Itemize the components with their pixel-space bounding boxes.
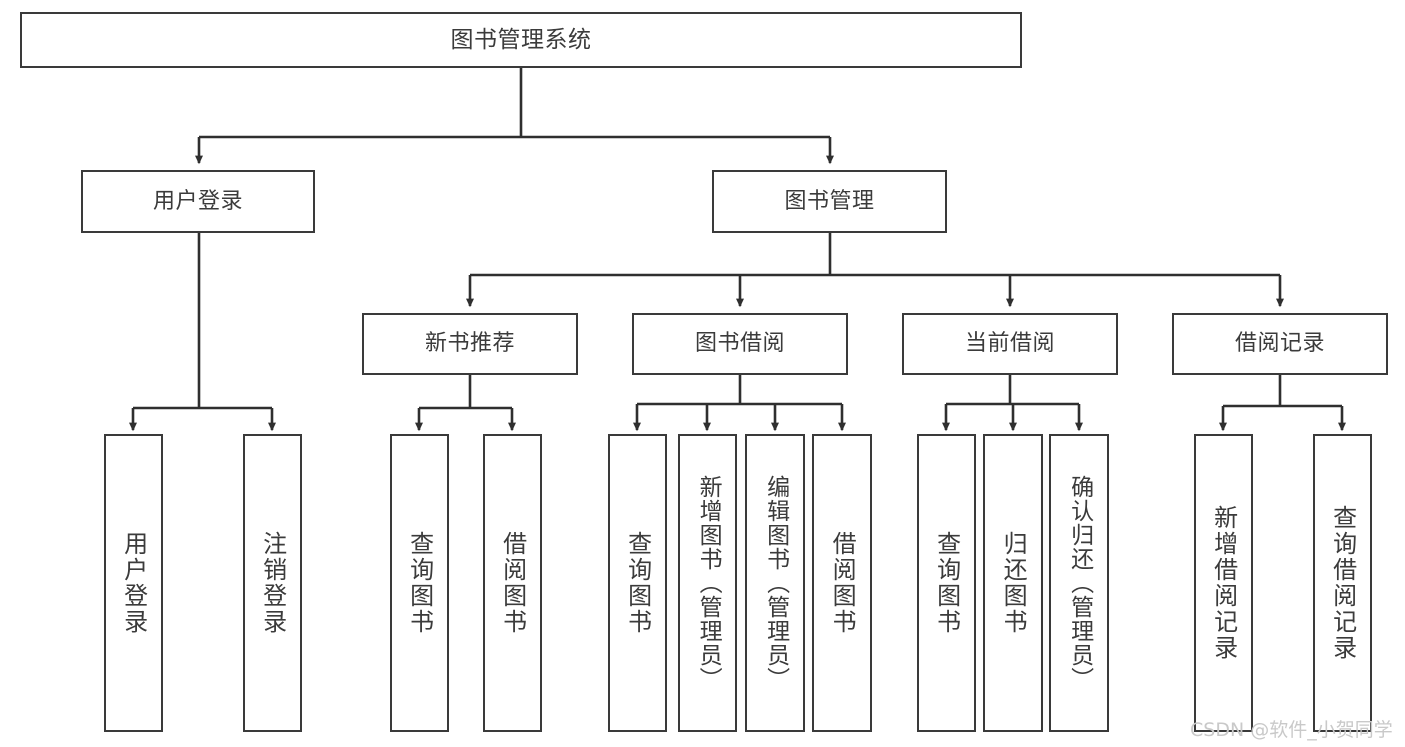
node-root[interactable]: 图书管理系统	[20, 12, 1022, 68]
leaf-logout-login[interactable]: 注销登录	[243, 434, 302, 732]
node-current-borrow-label: 当前借阅	[964, 331, 1055, 357]
leaf-return-book-label: 归还图书	[999, 531, 1028, 635]
node-book-management-label: 图书管理	[784, 188, 875, 214]
leaf-query-record[interactable]: 查询借阅记录	[1313, 434, 1372, 732]
node-book-borrow[interactable]: 图书借阅	[632, 313, 848, 375]
leaf-edit-book[interactable]: 编辑图书（管理员）	[745, 434, 805, 732]
node-new-book-recommend-label: 新书推荐	[424, 331, 515, 357]
leaf-borrow-book-2[interactable]: 借阅图书	[812, 434, 872, 732]
leaf-confirm-return-label: 确认归还（管理员）	[1066, 475, 1093, 691]
node-root-label: 图书管理系统	[450, 26, 592, 53]
node-book-borrow-label: 图书借阅	[694, 331, 785, 357]
leaf-confirm-return[interactable]: 确认归还（管理员）	[1049, 434, 1109, 732]
leaf-borrow-book-2-label: 借阅图书	[828, 531, 857, 635]
leaf-add-book-label: 新增图书（管理员）	[695, 475, 722, 691]
leaf-query-record-label: 查询借阅记录	[1328, 505, 1357, 661]
node-borrow-record-label: 借阅记录	[1234, 331, 1325, 357]
leaf-logout-login-label: 注销登录	[258, 531, 287, 635]
node-user-login[interactable]: 用户登录	[81, 170, 315, 233]
leaf-query-book-1[interactable]: 查询图书	[390, 434, 449, 732]
leaf-query-book-3[interactable]: 查询图书	[917, 434, 976, 732]
node-book-management[interactable]: 图书管理	[712, 170, 947, 233]
csdn-watermark: CSDN @软件_小贺同学	[1190, 719, 1393, 741]
node-user-login-label: 用户登录	[152, 188, 243, 214]
leaf-query-book-2-label: 查询图书	[623, 531, 652, 635]
leaf-add-book[interactable]: 新增图书（管理员）	[678, 434, 737, 732]
leaf-add-record[interactable]: 新增借阅记录	[1194, 434, 1253, 732]
leaf-borrow-book-1-label: 借阅图书	[498, 531, 527, 635]
leaf-user-login[interactable]: 用户登录	[104, 434, 163, 732]
leaf-query-book-1-label: 查询图书	[405, 531, 434, 635]
leaf-query-book-3-label: 查询图书	[932, 531, 961, 635]
node-current-borrow[interactable]: 当前借阅	[902, 313, 1118, 375]
leaf-query-book-2[interactable]: 查询图书	[608, 434, 667, 732]
node-new-book-recommend[interactable]: 新书推荐	[362, 313, 578, 375]
leaf-user-login-label: 用户登录	[119, 531, 148, 635]
leaf-borrow-book-1[interactable]: 借阅图书	[483, 434, 542, 732]
node-borrow-record[interactable]: 借阅记录	[1172, 313, 1388, 375]
leaf-add-record-label: 新增借阅记录	[1209, 505, 1238, 661]
leaf-return-book[interactable]: 归还图书	[983, 434, 1043, 732]
leaf-edit-book-label: 编辑图书（管理员）	[762, 475, 789, 691]
